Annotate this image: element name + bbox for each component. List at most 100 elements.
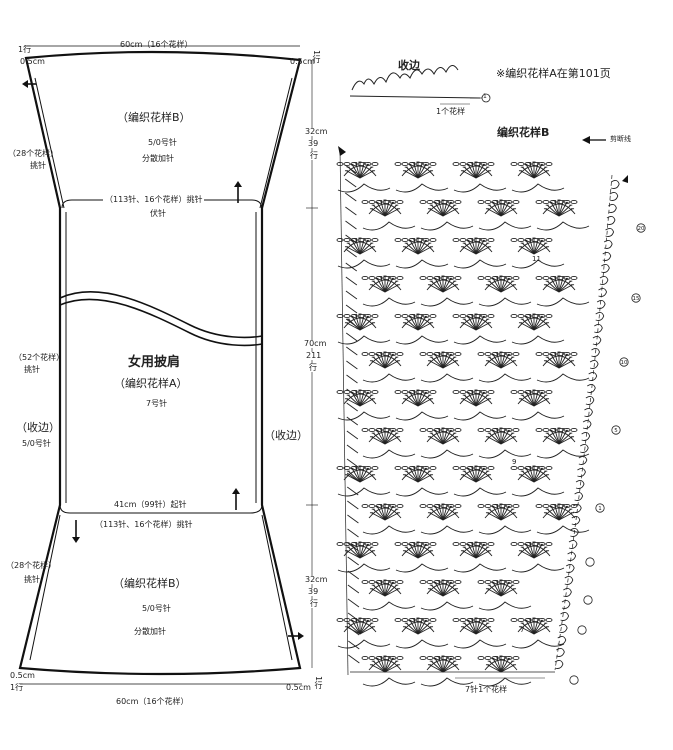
arrow-right-bottom-head xyxy=(298,632,304,640)
picot-arc xyxy=(453,563,507,573)
picot-arc xyxy=(362,297,416,307)
chain-loop-row xyxy=(394,541,437,547)
edge-stitch xyxy=(347,598,360,608)
upper-pickup-label: （113针、16个花样）挑针 xyxy=(103,195,205,204)
edge-scallop xyxy=(570,527,579,537)
edge-stitch xyxy=(346,346,358,356)
lower-section-outline xyxy=(29,514,293,661)
edge-scallop xyxy=(577,467,586,477)
lower-pickup-band xyxy=(59,504,263,514)
edge-scallop xyxy=(556,647,565,657)
edge-scallop xyxy=(605,227,615,237)
picot-arc xyxy=(395,183,449,193)
row-marker xyxy=(583,595,593,605)
edge-stitch xyxy=(345,262,358,272)
chain-loop-row xyxy=(535,351,578,357)
chain-loop-row xyxy=(336,465,379,471)
picot-arc xyxy=(395,487,449,497)
edge-scallop xyxy=(575,479,585,489)
svg-text:5: 5 xyxy=(614,428,618,434)
picot-arc xyxy=(511,487,565,497)
bottom-right-row-label: 1行 xyxy=(314,676,323,690)
chain-loop-row xyxy=(477,579,520,585)
fan-stitch-motif xyxy=(426,655,460,673)
edge-scallop xyxy=(585,395,595,405)
fan-stitch-motif xyxy=(368,655,402,673)
edge-stitch xyxy=(348,654,360,664)
fan-stitch-motif xyxy=(517,313,551,331)
picot-arc xyxy=(395,335,449,345)
picot-arc xyxy=(362,449,416,459)
pattern-b-edge-scallops xyxy=(554,179,620,669)
fan-stitch-motif xyxy=(426,351,460,369)
edge-stitch xyxy=(345,206,357,216)
chain-loop-row xyxy=(361,275,404,281)
height-top-rows: 39 xyxy=(308,139,319,148)
upper-section-outline xyxy=(34,77,293,209)
chain-loop-row xyxy=(336,237,379,243)
edge-stitch xyxy=(347,500,359,510)
edge-stitch xyxy=(345,332,358,342)
edge-scallop xyxy=(558,623,568,633)
edge-stitch xyxy=(345,192,357,202)
edge-stitch xyxy=(345,248,357,258)
picot-arc xyxy=(536,221,590,231)
chain-loop-row xyxy=(477,655,520,661)
picot-arc xyxy=(362,373,416,383)
edge-scallop xyxy=(567,551,577,561)
chain-loop-row xyxy=(477,503,520,509)
edge-scallop xyxy=(554,659,564,669)
bottom-right-margin-label: 0.5cm xyxy=(286,683,311,692)
picot-arc xyxy=(453,259,507,269)
lower-side-rows-label: （28个花样） xyxy=(6,561,57,570)
picot-arc xyxy=(337,183,391,193)
edge-scallop xyxy=(609,191,619,201)
chain-loop-row xyxy=(361,351,404,357)
edge-stitch xyxy=(346,458,359,468)
chain-loop-row xyxy=(535,199,578,205)
chart-start-arrow-left xyxy=(338,146,346,156)
chain-loop-row xyxy=(535,275,578,281)
row-marker xyxy=(569,675,579,685)
edge-stitch xyxy=(346,430,359,440)
svg-text:10: 10 xyxy=(621,360,628,366)
picot-arc xyxy=(478,221,532,231)
chain-loop-row xyxy=(394,465,437,471)
row-marker xyxy=(585,557,595,567)
chain-loop-row xyxy=(510,237,553,243)
picot-arc xyxy=(420,373,474,383)
edge-stitch xyxy=(345,318,358,328)
edge-stitch xyxy=(345,290,358,300)
upper-section-hook: 5/0号针 xyxy=(148,138,177,147)
picot-arc xyxy=(362,601,416,611)
row-marker: 20 xyxy=(636,223,646,233)
chain-loop-row xyxy=(477,275,520,281)
picot-arc xyxy=(337,639,391,649)
row-marker xyxy=(577,625,587,635)
lower-section-title: （编织花样B） xyxy=(113,577,187,590)
edge-scallop xyxy=(582,419,592,429)
picot-arc xyxy=(337,411,391,421)
picot-arc xyxy=(362,221,416,231)
svg-text:15: 15 xyxy=(633,296,640,302)
picot-arc xyxy=(478,373,532,383)
edge-stitch xyxy=(346,416,359,426)
chain-loop-row xyxy=(452,465,495,471)
chain-loop-row xyxy=(336,161,379,167)
edge-stitch xyxy=(347,542,359,552)
lower-pickup-label: （113针、16个花样）挑针 xyxy=(95,520,193,529)
edge-scallop xyxy=(606,215,616,225)
picot-arc xyxy=(420,297,474,307)
picot-arc xyxy=(453,183,507,193)
main-hook-label: 7号针 xyxy=(146,399,168,408)
chain-loop-row xyxy=(361,503,404,509)
edge-stitch xyxy=(347,556,359,566)
height-bottom-unit: 行 xyxy=(310,599,318,608)
edge-stitch xyxy=(347,514,359,524)
chain-loop-row xyxy=(394,237,437,243)
lower-section-increase: 分散加针 xyxy=(134,627,166,636)
picot-arc xyxy=(420,525,474,535)
chain-loop-row xyxy=(510,617,553,623)
picot-arc xyxy=(337,259,391,269)
